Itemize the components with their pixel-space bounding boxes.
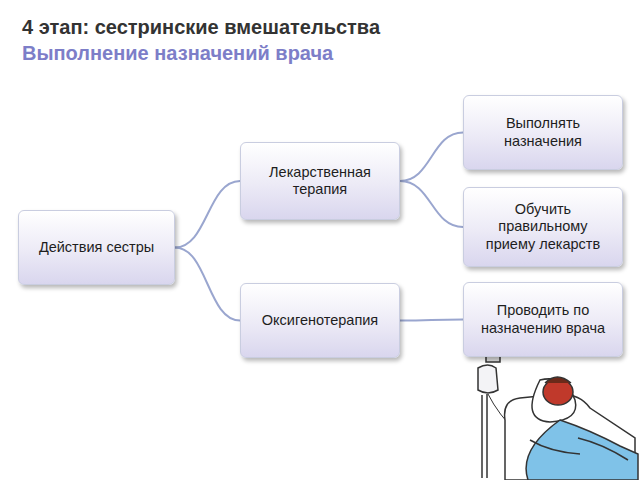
- connector: [400, 181, 463, 227]
- connector: [175, 181, 240, 248]
- process-box: Обучить правильному приему лекарств: [463, 187, 623, 267]
- box-label: Действия сестры: [39, 239, 154, 256]
- box-label: Лекарственная терапия: [249, 164, 391, 199]
- connector: [175, 248, 240, 321]
- box-label: Обучить правильному приему лекарств: [472, 201, 614, 253]
- bed-patient: [505, 377, 638, 480]
- slide-subtitle: Выполнение назначений врача: [22, 42, 333, 65]
- connector: [400, 320, 463, 321]
- box-label: Выполнять назначения: [472, 115, 614, 150]
- box-label: Проводить по назначению врача: [472, 302, 614, 337]
- process-box: Проводить по назначению врача: [463, 282, 623, 357]
- box-label: Оксигенотерапия: [262, 312, 378, 329]
- connector: [400, 133, 463, 182]
- process-box: Действия сестры: [18, 210, 175, 285]
- process-box: Выполнять назначения: [463, 95, 623, 170]
- process-box: Оксигенотерапия: [240, 283, 400, 358]
- slide-title: 4 этап: сестринские вмешательства: [22, 16, 380, 39]
- process-box: Лекарственная терапия: [240, 142, 400, 220]
